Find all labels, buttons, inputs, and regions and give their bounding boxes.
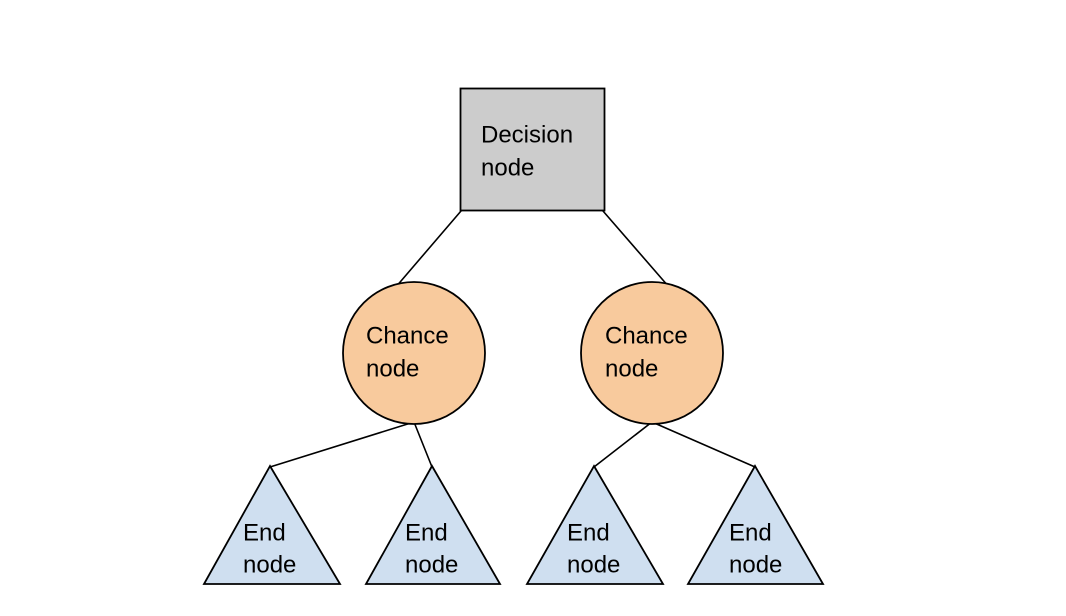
edge-chance-right-to-end-3: [593, 421, 653, 468]
end-node-2[interactable]: End node: [364, 464, 502, 585]
edge-chance-right-to-end-4: [651, 421, 756, 468]
chance-node-right-label-line2: node: [605, 355, 658, 382]
end-node-2-label-line2: node: [405, 551, 458, 578]
end-node-2-shape[interactable]: [364, 464, 502, 585]
end-node-3[interactable]: End node: [525, 464, 665, 585]
chance-node-left[interactable]: Chance node: [342, 281, 486, 425]
end-node-2-label-line1: End: [405, 519, 448, 546]
chance-node-right[interactable]: Chance node: [580, 281, 724, 425]
end-node-1-shape[interactable]: [202, 464, 342, 585]
edge-chance-left-to-end-1: [269, 421, 415, 468]
end-node-1-label-line1: End: [243, 519, 286, 546]
end-node-4[interactable]: End node: [686, 464, 825, 585]
end-node-4-label-line1: End: [729, 519, 772, 546]
decision-node[interactable]: Decision node: [459, 87, 606, 212]
chance-node-right-label-line1: Chance: [605, 322, 688, 349]
end-node-3-label-line1: End: [567, 519, 610, 546]
chance-node-left-label-line2: node: [366, 355, 419, 382]
chance-node-left-shape[interactable]: [342, 281, 486, 425]
decision-node-label-line1: Decision: [481, 121, 573, 148]
end-node-1[interactable]: End node: [202, 464, 342, 585]
end-node-4-shape[interactable]: [686, 464, 825, 585]
end-node-3-shape[interactable]: [525, 464, 665, 585]
end-node-1-label-line2: node: [243, 551, 296, 578]
end-node-4-label-line2: node: [729, 551, 782, 578]
chance-node-right-shape[interactable]: [580, 281, 724, 425]
chance-node-left-label-line1: Chance: [366, 322, 449, 349]
end-node-3-label-line2: node: [567, 551, 620, 578]
edge-chance-left-to-end-2: [413, 421, 433, 468]
decision-node-shape[interactable]: [459, 87, 606, 212]
decision-node-label-line2: node: [481, 154, 534, 181]
